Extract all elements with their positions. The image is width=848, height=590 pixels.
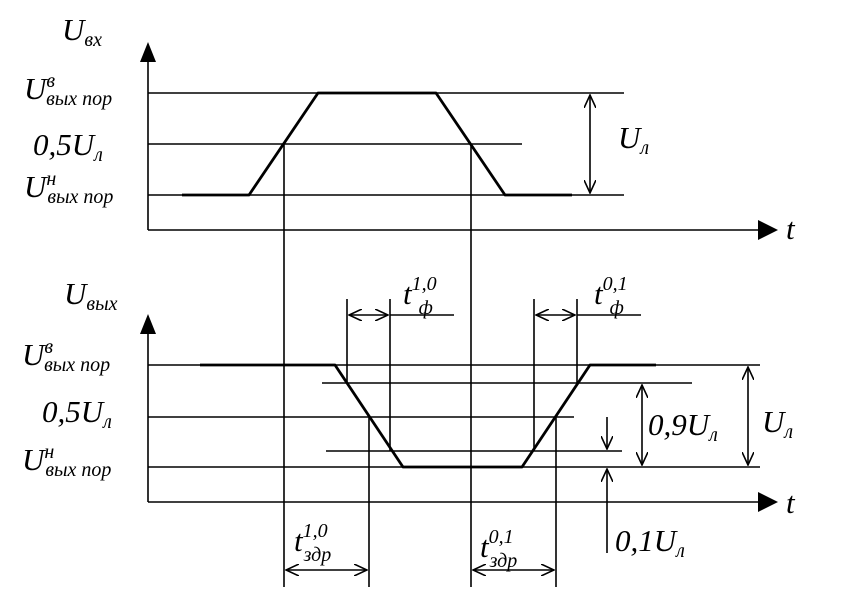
output-x-axis-label: t xyxy=(786,485,796,520)
output-mid-level-label: 0,5Uл xyxy=(42,394,112,433)
input-y-axis-label: Uвх xyxy=(62,12,102,51)
output-waveform xyxy=(200,363,656,469)
input-mid-level-label: 0,5Uл xyxy=(33,127,103,166)
input-swing-label: Uл xyxy=(618,120,649,159)
output-swing-label: Uл xyxy=(762,404,793,443)
output-x-axis-arrow xyxy=(758,492,778,512)
input-waveform xyxy=(182,91,572,197)
input-x-axis-arrow xyxy=(758,220,778,240)
swing-01-label: 0,1Uл xyxy=(615,523,685,562)
output-y-axis-arrow xyxy=(140,314,156,334)
input-x-axis-label: t xyxy=(786,211,796,246)
input-y-axis-arrow xyxy=(140,42,156,62)
swing-09-label: 0,9Uл xyxy=(648,407,718,446)
output-y-axis-label: Uвых xyxy=(64,276,118,315)
